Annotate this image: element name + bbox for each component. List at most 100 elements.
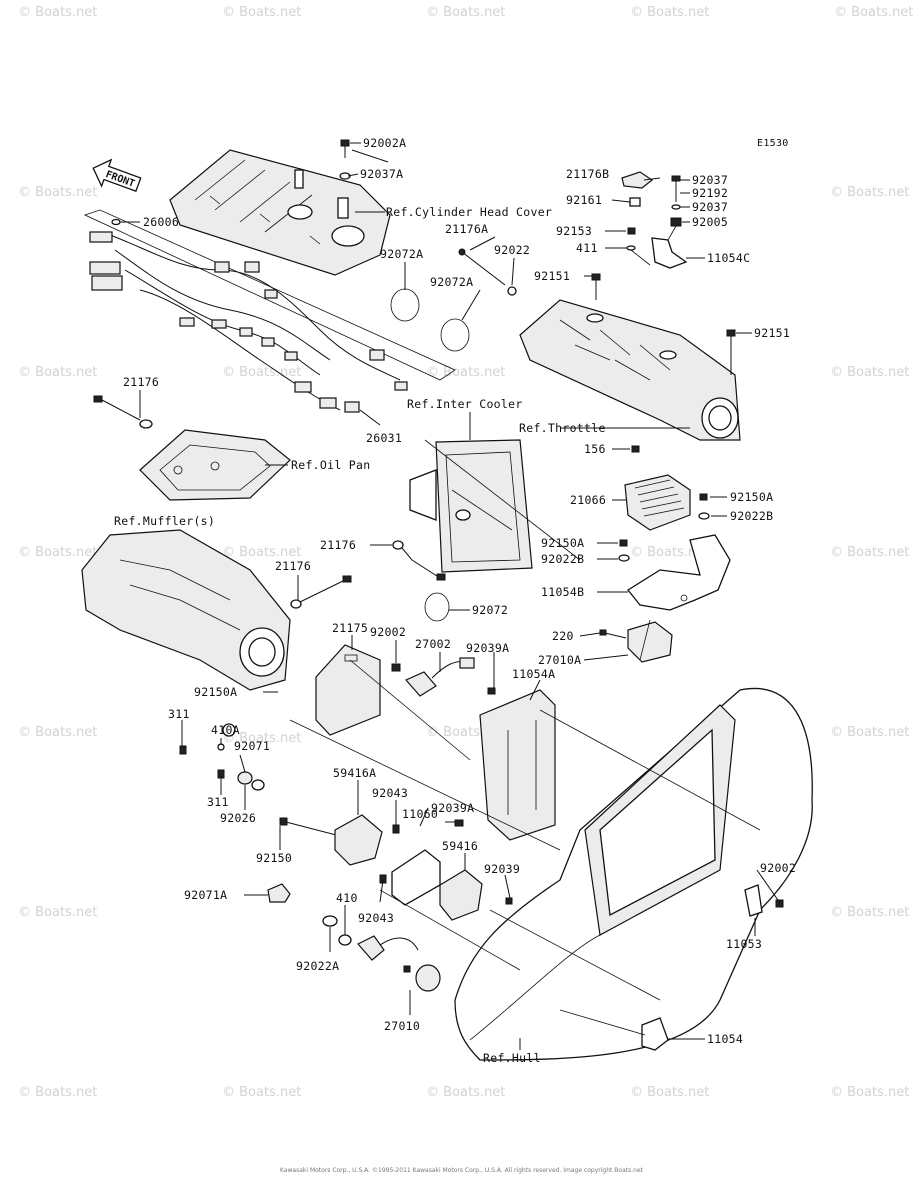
oil-pan-part xyxy=(139,429,291,501)
sensor-21176-mid-part xyxy=(392,540,446,581)
label-ref-throttle[interactable]: Ref.Throttle xyxy=(519,421,606,435)
watermark: © Boats.net xyxy=(18,365,97,380)
label-92039A[interactable]: 92039A xyxy=(431,801,474,815)
label-26006[interactable]: 26006 xyxy=(143,215,179,229)
label-92151[interactable]: 92151 xyxy=(534,269,570,283)
reference-lines xyxy=(289,439,761,1001)
sensor-21176A-part xyxy=(458,248,517,296)
label-59416[interactable]: 59416 xyxy=(442,839,478,853)
label-92002[interactable]: 92002 xyxy=(760,861,796,875)
label-410[interactable]: 410 xyxy=(336,891,358,905)
label-92043[interactable]: 92043 xyxy=(372,786,408,800)
cushion-59416A-part xyxy=(334,814,383,866)
label-92022[interactable]: 92022 xyxy=(494,243,530,257)
label-92037[interactable]: 92037 xyxy=(692,173,728,187)
label-11060[interactable]: 11060 xyxy=(402,807,438,821)
watermark: © Boats.net xyxy=(18,905,97,920)
label-92043[interactable]: 92043 xyxy=(358,911,394,925)
label-92071A[interactable]: 92071A xyxy=(184,888,227,902)
label-21176[interactable]: 21176 xyxy=(320,538,356,552)
watermark: © Boats.net xyxy=(18,5,97,20)
watermark: © Boats.net xyxy=(830,365,909,380)
label-92153[interactable]: 92153 xyxy=(556,224,592,238)
label-ref-cylinder-head-cover[interactable]: Ref.Cylinder Head Cover xyxy=(386,205,552,219)
relay-27010-part xyxy=(357,935,441,992)
label-92005[interactable]: 92005 xyxy=(692,215,728,229)
label-311[interactable]: 311 xyxy=(168,707,190,721)
label-ref-mufflers[interactable]: Ref.Muffler(s) xyxy=(114,514,215,528)
label-92037[interactable]: 92037 xyxy=(692,200,728,214)
label-11053[interactable]: 11053 xyxy=(726,937,762,951)
muffler-part xyxy=(81,529,291,691)
sensor-21176-part xyxy=(93,395,153,429)
label-27010A[interactable]: 27010A xyxy=(538,653,581,667)
label-21176[interactable]: 21176 xyxy=(275,559,311,573)
label-11054C[interactable]: 11054C xyxy=(707,251,750,265)
label-92026[interactable]: 92026 xyxy=(220,811,256,825)
label-92022B[interactable]: 92022B xyxy=(730,509,773,523)
watermark: © Boats.net xyxy=(830,905,909,920)
label-27002[interactable]: 27002 xyxy=(415,637,451,651)
label-ref-inter-cooler[interactable]: Ref.Inter Cooler xyxy=(407,397,523,411)
label-92072A[interactable]: 92072A xyxy=(380,247,423,261)
diagram-code: E1530 xyxy=(757,138,789,149)
watermark: © Boats.net xyxy=(222,731,301,746)
label-411[interactable]: 411 xyxy=(576,241,598,255)
grommet-92037A-part xyxy=(339,149,389,180)
label-21176B[interactable]: 21176B xyxy=(566,167,609,181)
label-21176A[interactable]: 21176A xyxy=(445,222,488,236)
label-92150[interactable]: 92150 xyxy=(256,851,292,865)
watermark: © Boats.net xyxy=(834,5,913,20)
label-156[interactable]: 156 xyxy=(584,442,606,456)
bracket-11054A-part xyxy=(454,687,556,841)
label-92192[interactable]: 92192 xyxy=(692,186,728,200)
watermark: © Boats.net xyxy=(830,545,909,560)
label-11054B[interactable]: 11054B xyxy=(541,585,584,599)
label-92072A[interactable]: 92072A xyxy=(430,275,473,289)
bracket-11053-part xyxy=(744,884,784,917)
watermark: © Boats.net xyxy=(830,185,909,200)
label-92039A[interactable]: 92039A xyxy=(466,641,509,655)
intercooler-part xyxy=(409,439,533,573)
label-26031[interactable]: 26031 xyxy=(366,431,402,445)
watermark: © Boats.net xyxy=(426,365,505,380)
label-21066[interactable]: 21066 xyxy=(570,493,606,507)
watermark: © Boats.net xyxy=(830,1085,909,1100)
label-11054[interactable]: 11054 xyxy=(707,1032,743,1046)
label-92150A[interactable]: 92150A xyxy=(541,536,584,550)
main-harness-26031-part xyxy=(83,209,456,413)
label-21175[interactable]: 21175 xyxy=(332,621,368,635)
label-92022B[interactable]: 92022B xyxy=(541,552,584,566)
watermark: © Boats.net xyxy=(222,1085,301,1100)
label-92072[interactable]: 92072 xyxy=(472,603,508,617)
label-410A[interactable]: 410A xyxy=(211,723,240,737)
label-21176[interactable]: 21176 xyxy=(123,375,159,389)
label-ref-hull[interactable]: Ref.Hull xyxy=(483,1051,541,1065)
label-27010[interactable]: 27010 xyxy=(384,1019,420,1033)
bracket-11060-part xyxy=(379,824,441,906)
label-92039[interactable]: 92039 xyxy=(484,862,520,876)
label-92151[interactable]: 92151 xyxy=(754,326,790,340)
label-311[interactable]: 311 xyxy=(207,795,229,809)
label-220[interactable]: 220 xyxy=(552,629,574,643)
watermark: © Boats.net xyxy=(830,725,909,740)
label-92002A[interactable]: 92002A xyxy=(363,136,406,150)
bracket-11054-part xyxy=(559,1009,669,1051)
throttle-manifold-part xyxy=(519,299,741,441)
label-92071[interactable]: 92071 xyxy=(234,739,270,753)
bolt-92151-part xyxy=(591,273,736,375)
watermark: © Boats.net xyxy=(222,5,301,20)
watermark: © Boats.net xyxy=(630,1085,709,1100)
cap-92071A-part xyxy=(267,883,291,903)
label-59416A[interactable]: 59416A xyxy=(333,766,376,780)
label-ref-oil-pan[interactable]: Ref.Oil Pan xyxy=(291,458,370,472)
label-92150A[interactable]: 92150A xyxy=(730,490,773,504)
label-92022A[interactable]: 92022A xyxy=(296,959,339,973)
label-92161[interactable]: 92161 xyxy=(566,193,602,207)
label-92037A[interactable]: 92037A xyxy=(360,167,403,181)
label-92002[interactable]: 92002 xyxy=(370,625,406,639)
bracket-11054C-part xyxy=(630,225,688,269)
label-11054A[interactable]: 11054A xyxy=(512,667,555,681)
label-92150A[interactable]: 92150A xyxy=(194,685,237,699)
sensor-21176-muffler-part xyxy=(290,575,352,609)
